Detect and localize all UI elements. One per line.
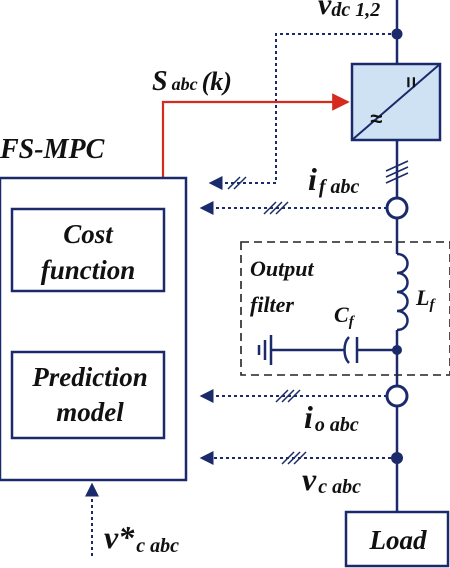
- cost-function-block: Cost function: [10, 207, 166, 293]
- svg-text:Load: Load: [369, 525, 427, 555]
- switching-signal-arrow: [161, 93, 350, 178]
- output-filter-frame: [240, 241, 450, 376]
- phase-ticks-main: [385, 160, 409, 184]
- svg-text:Prediction: Prediction: [31, 362, 148, 392]
- converter-block: = ≈: [350, 62, 442, 142]
- controller-title: FS-MPC: [0, 134, 105, 165]
- output-filter-label-line1: Output: [250, 256, 314, 281]
- phase-ticks-vdc: [227, 176, 247, 190]
- vdc-label: vdc 1,2: [318, 0, 380, 21]
- svg-text:model: model: [56, 397, 124, 427]
- lf-label: Lf: [415, 285, 436, 313]
- vdc-feedback-path: [208, 33, 397, 190]
- svg-text:function: function: [41, 255, 136, 285]
- inductor-lf: [396, 252, 409, 332]
- converter-dc-symbol: =: [399, 76, 421, 88]
- if-current-sensor: [385, 196, 409, 220]
- phase-ticks-if: [263, 201, 289, 215]
- phase-ticks-io: [275, 389, 301, 403]
- svg-text:Cost: Cost: [63, 219, 114, 249]
- io-current-sensor: [385, 384, 409, 408]
- converter-ac-symbol: ≈: [370, 106, 382, 131]
- phase-ticks-vc: [281, 451, 307, 465]
- cf-label: Cf: [334, 302, 356, 330]
- vc-node: [391, 452, 403, 464]
- load-block: Load: [344, 510, 450, 568]
- prediction-model-block: Prediction model: [10, 350, 166, 440]
- output-filter-label-line2: filter: [250, 292, 294, 317]
- vref-label: v*c abc: [104, 519, 179, 557]
- capacitor-branch: [271, 336, 397, 364]
- vdc-node: [391, 28, 403, 40]
- ground-symbol: [257, 335, 273, 365]
